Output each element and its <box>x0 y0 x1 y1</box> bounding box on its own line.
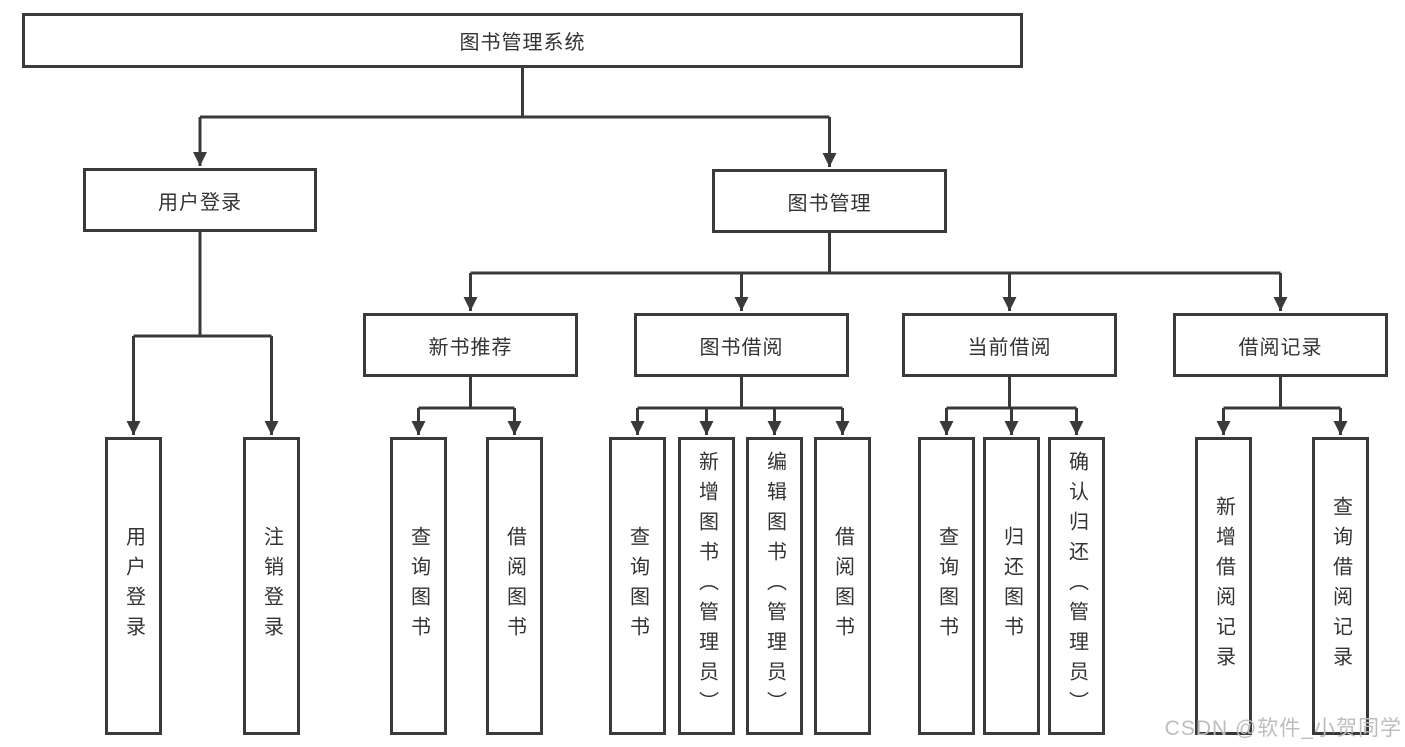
node-label: 图书借阅 <box>699 336 784 359</box>
node-label: 借阅图书 <box>831 526 854 646</box>
leaf-borrowing-borrow-books: 借阅图书 <box>814 437 871 735</box>
node-book-borrowing: 图书借阅 <box>634 313 849 377</box>
node-label: 图书管理系统 <box>459 32 586 54</box>
leaf-borrowing-add-books-admin: 新增图书（管理员） <box>678 437 735 735</box>
node-label: 当前借阅 <box>967 336 1052 359</box>
node-label: 注销登录 <box>260 526 283 646</box>
node-label: 归还图书 <box>1000 526 1023 646</box>
leaf-newbooks-query-books: 查询图书 <box>390 437 447 735</box>
node-label: 借阅记录 <box>1238 336 1323 359</box>
leaf-current-confirm-return-admin: 确认归还（管理员） <box>1048 437 1105 735</box>
node-label: 借阅图书 <box>503 526 526 646</box>
leaf-records-query-borrow-record: 查询借阅记录 <box>1312 437 1369 735</box>
node-label: 新增图书（管理员） <box>695 451 718 721</box>
node-current-borrowing: 当前借阅 <box>902 313 1117 377</box>
node-new-book-recommend: 新书推荐 <box>363 313 578 377</box>
node-label: 编辑图书（管理员） <box>763 451 786 721</box>
node-label: 确认归还（管理员） <box>1065 451 1088 721</box>
node-label: 新增借阅记录 <box>1212 496 1235 676</box>
csdn-watermark: CSDN @软件_小贺同学 <box>1164 717 1402 740</box>
leaf-records-add-borrow-record: 新增借阅记录 <box>1195 437 1252 735</box>
node-label: 图书管理 <box>787 192 872 215</box>
leaf-borrowing-edit-books-admin: 编辑图书（管理员） <box>746 437 803 735</box>
tree-edge-rails <box>133 68 1341 410</box>
node-label: 查询借阅记录 <box>1329 496 1352 676</box>
node-label: 查询图书 <box>626 526 649 646</box>
leaf-current-query-books: 查询图书 <box>918 437 975 735</box>
node-label: 用户登录 <box>158 191 242 214</box>
leaf-logout: 注销登录 <box>243 437 300 735</box>
tree-edge-arrows <box>126 117 1348 435</box>
node-label: 用户登录 <box>122 526 145 646</box>
leaf-borrowing-query-books: 查询图书 <box>609 437 666 735</box>
leaf-user-login: 用户登录 <box>105 437 162 735</box>
leaf-newbooks-borrow-books: 借阅图书 <box>486 437 543 735</box>
node-label: 新书推荐 <box>428 336 513 359</box>
node-borrow-records: 借阅记录 <box>1173 313 1388 377</box>
node-user-login: 用户登录 <box>83 168 317 232</box>
node-book-management: 图书管理 <box>712 169 947 233</box>
node-library-management-system: 图书管理系统 <box>22 13 1023 68</box>
node-label: 查询图书 <box>935 526 958 646</box>
leaf-current-return-books: 归还图书 <box>983 437 1040 735</box>
node-label: 查询图书 <box>407 526 430 646</box>
